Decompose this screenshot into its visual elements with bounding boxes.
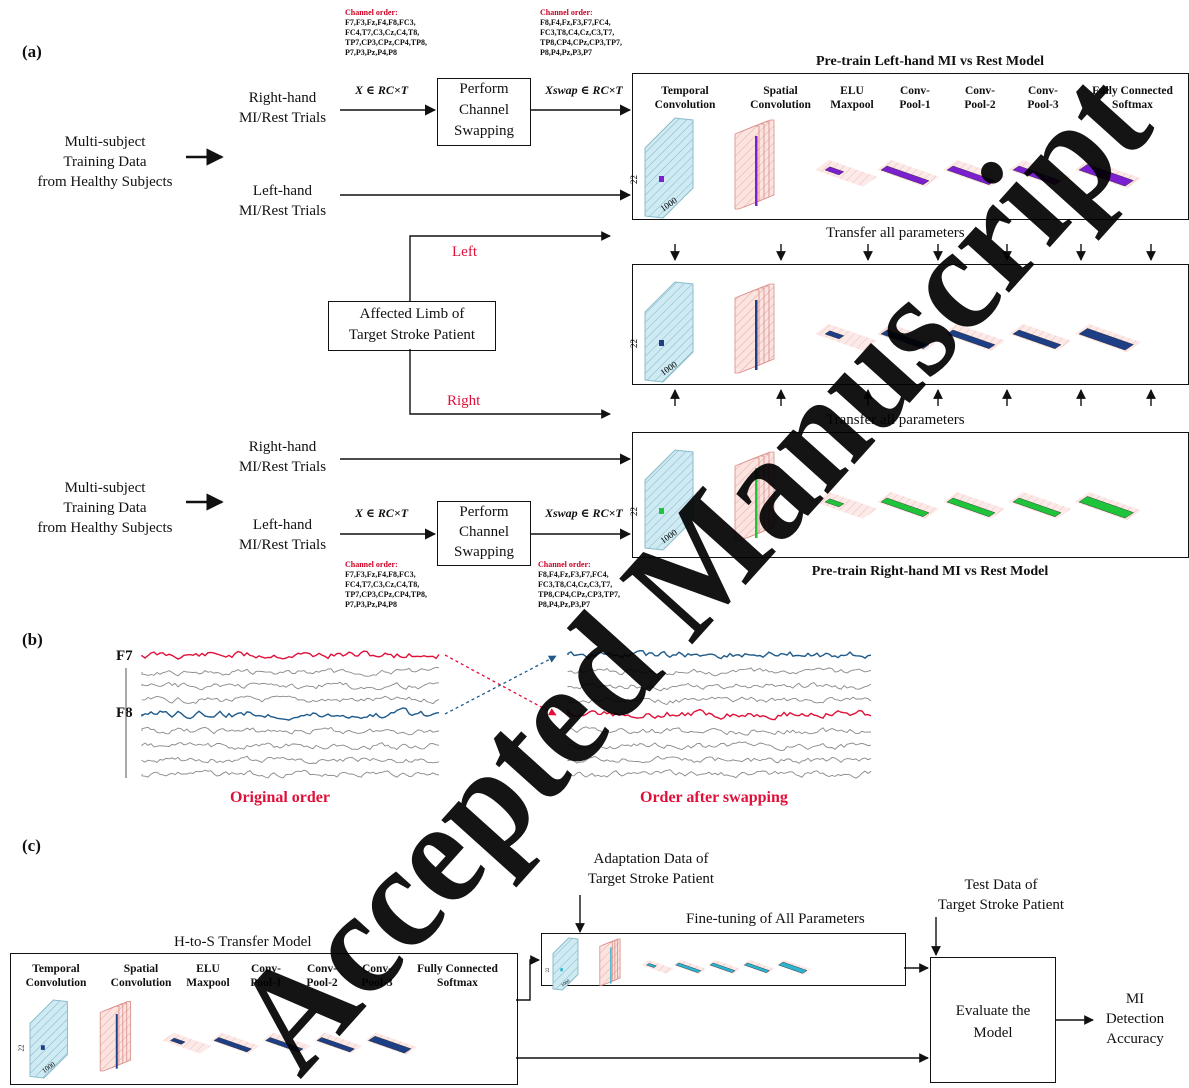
dim-channels: 22 bbox=[629, 339, 639, 348]
spatial-filter-mark bbox=[116, 1014, 118, 1069]
trace-other bbox=[568, 668, 871, 676]
spatial-filter-mark bbox=[755, 136, 758, 206]
elu-maxpool-block-bg bbox=[163, 1033, 211, 1054]
elu-maxpool-block-bg bbox=[815, 492, 877, 519]
trace-other bbox=[568, 756, 871, 763]
arrow-htos-to-finetune bbox=[516, 960, 539, 1000]
dim-channels: 22 bbox=[546, 967, 551, 972]
spatial-filter-mark bbox=[610, 947, 611, 983]
dim-channels: 22 bbox=[629, 507, 639, 516]
dim-channels: 22 bbox=[18, 1044, 26, 1052]
transfer-down-arrows bbox=[675, 244, 1151, 260]
trace-f7-swapped bbox=[568, 710, 871, 720]
elu-maxpool-block-bg bbox=[815, 160, 877, 187]
temporal-filter-mark bbox=[560, 968, 563, 971]
elu-maxpool-block-bg bbox=[815, 324, 877, 351]
arrow-right-branch bbox=[410, 349, 610, 414]
temporal-filter-mark bbox=[659, 508, 664, 514]
trace-other bbox=[568, 742, 871, 751]
trace-other bbox=[568, 683, 871, 691]
left-model-layers: 221000 bbox=[629, 118, 1141, 218]
temporal-filter-mark bbox=[41, 1045, 45, 1050]
trace-f8-original bbox=[142, 708, 439, 720]
spatial-filter-mark bbox=[755, 468, 758, 538]
transfer-model-layers: 221000 bbox=[629, 282, 1141, 382]
trace-other bbox=[142, 727, 439, 734]
trace-other bbox=[142, 770, 439, 778]
trace-f7-original bbox=[142, 651, 439, 659]
trace-other bbox=[568, 770, 871, 779]
trace-other bbox=[142, 668, 439, 677]
trace-other bbox=[142, 743, 439, 750]
temporal-filter-mark bbox=[659, 340, 664, 346]
trace-other bbox=[142, 696, 439, 704]
trace-other bbox=[568, 727, 871, 735]
trace-other bbox=[142, 682, 439, 690]
temporal-filter-mark bbox=[659, 176, 664, 182]
arrow-left-branch bbox=[410, 236, 610, 301]
trace-other bbox=[142, 756, 439, 764]
dim-channels: 22 bbox=[629, 175, 639, 184]
finetune-model-layers: 221000 bbox=[546, 938, 811, 990]
transfer-up-arrows bbox=[675, 390, 1151, 406]
spatial-filter-mark bbox=[755, 300, 758, 370]
elu-maxpool-block-bg bbox=[641, 960, 673, 974]
trace-f8-swapped bbox=[568, 651, 871, 659]
trace-other bbox=[568, 697, 871, 704]
